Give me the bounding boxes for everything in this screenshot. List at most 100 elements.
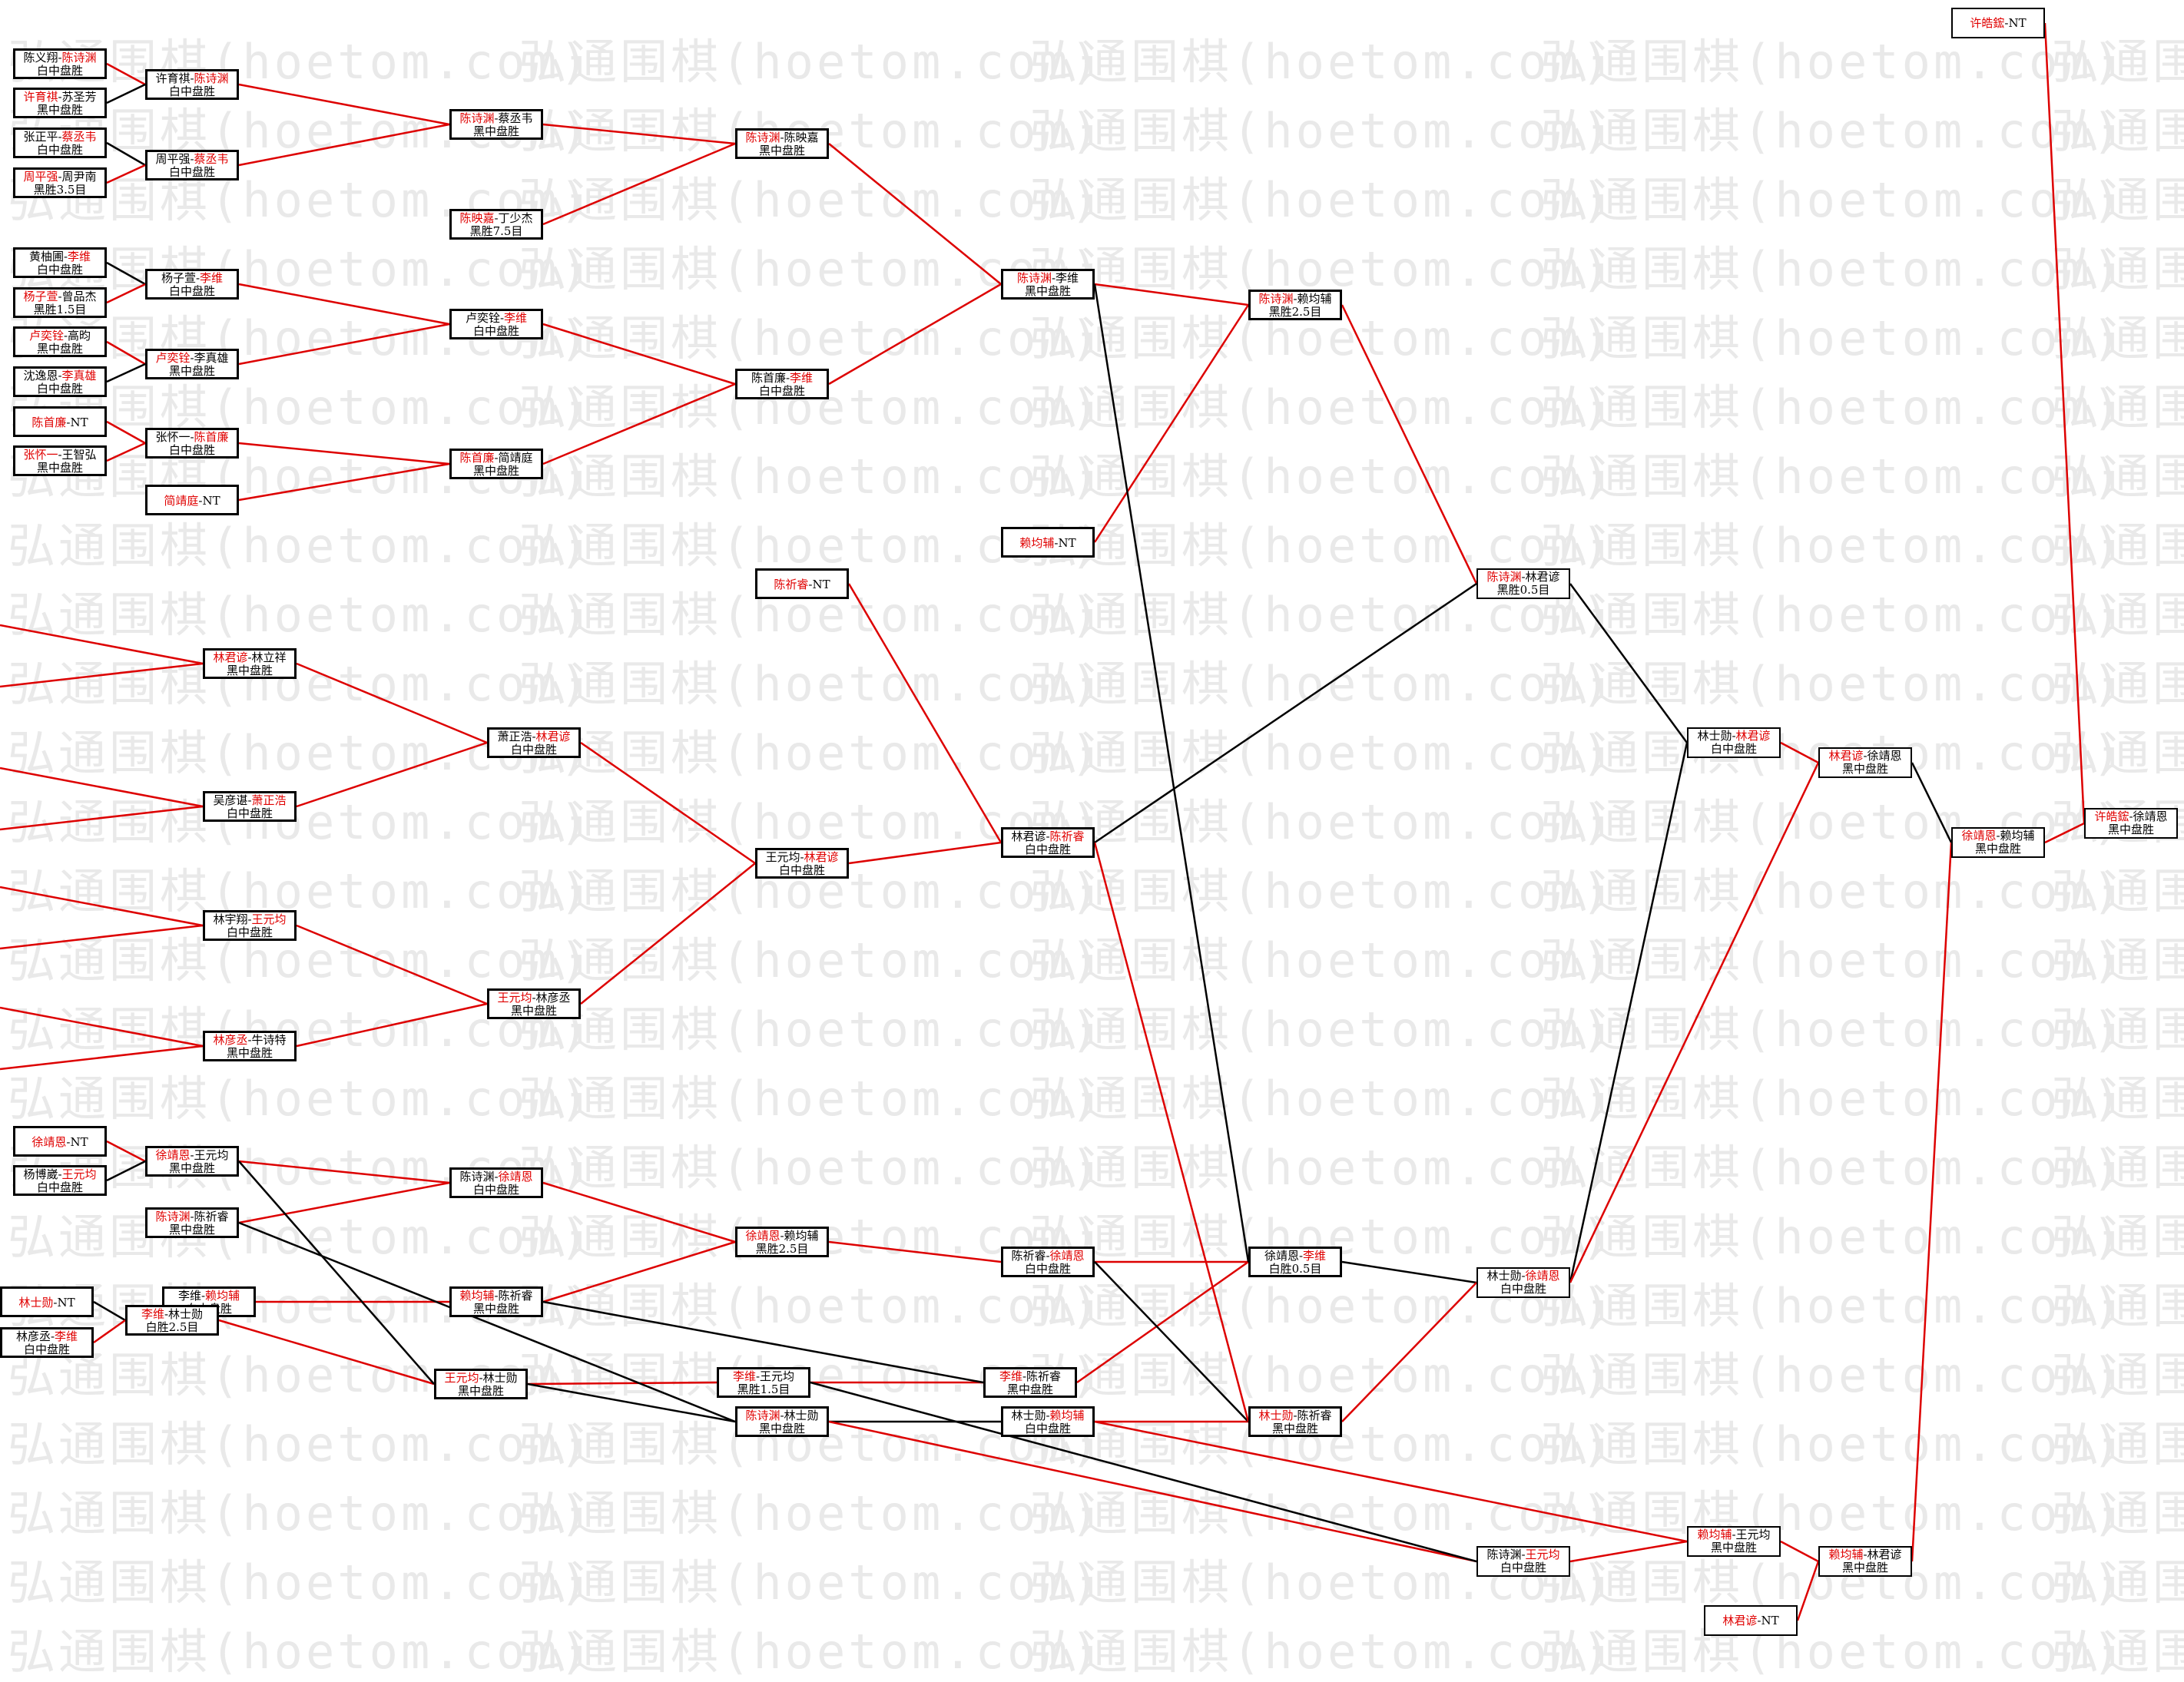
player-black: 许育祺 (155, 71, 191, 85)
match-result: 白胜2.5目 (145, 1320, 199, 1334)
match-node: 陈诗渊-李维黑中盘胜 (1001, 269, 1095, 300)
player-separator: - (494, 111, 499, 125)
match-players: 陈诗渊-林君谚 (1478, 571, 1569, 584)
player-black: 李维 (177, 1289, 201, 1303)
player-separator: - (58, 448, 62, 462)
player-separator: - (63, 250, 68, 263)
player-white: 陈祈睿 (194, 1210, 229, 1223)
player-white: 王元均 (760, 1369, 795, 1383)
match-result: 黑中盘胜 (472, 1302, 519, 1316)
match-result: 白中盘胜 (36, 143, 83, 157)
match-players: 赖均辅-陈祈睿 (452, 1290, 541, 1303)
winner-link (0, 1045, 204, 1071)
match-result: 黑中盘胜 (1710, 1541, 1757, 1555)
match-players: 陈诗渊-徐靖恩 (452, 1170, 541, 1184)
player-white: 林立祥 (251, 651, 287, 664)
winner-link (0, 924, 204, 950)
winner-link (828, 1240, 1002, 1263)
match-players: 周平强-蔡丞韦 (147, 153, 237, 166)
player-black: 张正平 (23, 130, 58, 144)
player-separator: - (1863, 1548, 1868, 1561)
match-result: 白中盘胜 (472, 324, 519, 338)
winner-link (1780, 1540, 1819, 1563)
loser-link (1569, 742, 1689, 1283)
player-black: 赖均辅 (1019, 536, 1055, 550)
match-result: 黑胜2.5目 (755, 1242, 809, 1256)
match-result: 白中盘胜 (1024, 843, 1071, 856)
match-node: 周平强-蔡丞韦白中盘胜 (145, 150, 239, 180)
match-node: 张怀一-王智弘黑中盘胜 (13, 445, 107, 476)
player-separator: - (190, 1210, 194, 1223)
player-white: NT (2008, 16, 2027, 30)
match-players: 许育祺-陈诗渊 (147, 72, 237, 85)
player-black: 许皓鋐 (1970, 16, 2005, 30)
player-white: 徐靖恩 (1867, 749, 1902, 763)
loser-link (106, 141, 146, 167)
player-separator: - (1046, 1249, 1050, 1263)
player-white: NT (70, 1135, 88, 1149)
winner-link (218, 1319, 435, 1386)
player-white: NT (1761, 1614, 1779, 1627)
match-result: 黑中盘胜 (168, 364, 215, 378)
match-players: 张正平-蔡丞韦 (15, 131, 104, 144)
player-separator: - (247, 912, 252, 926)
player-white: 陈祈睿 (498, 1289, 533, 1303)
player-black: 林士勋 (1258, 1409, 1294, 1422)
player-white: 林彦丞 (535, 991, 571, 1005)
player-separator: - (532, 730, 536, 743)
player-white: 李维 (504, 311, 528, 325)
loser-link (238, 1161, 435, 1385)
player-white: 简靖庭 (498, 451, 533, 465)
match-result: 黑胜1.5目 (33, 303, 87, 316)
match-result: 黑中盘胜 (758, 1422, 805, 1435)
match-node: 李维-王元均黑胜1.5目 (717, 1367, 810, 1398)
match-result: 白中盘胜 (23, 1343, 70, 1356)
winner-link (1341, 304, 1478, 584)
player-separator: - (58, 1167, 62, 1181)
player-separator: - (190, 430, 194, 444)
match-node: 简靖庭-NT (145, 485, 239, 515)
player-black: 陈诗渊 (745, 131, 780, 144)
player-black: 陈诗渊 (745, 1409, 780, 1422)
player-white: 林士勋 (482, 1371, 518, 1385)
winner-link (296, 741, 488, 808)
loser-link (1094, 582, 1477, 844)
player-black: 李维 (732, 1369, 756, 1383)
match-result: 黑中盘胜 (168, 1161, 215, 1175)
match-players: 徐靖恩-NT (15, 1129, 104, 1154)
loser-link (542, 1300, 984, 1384)
player-black: 林彦丞 (213, 1033, 248, 1047)
player-black: 林君谚 (1011, 829, 1046, 843)
match-node: 林君谚-林立祥黑中盘胜 (203, 648, 297, 679)
player-black: 杨子萱 (161, 271, 196, 285)
match-result: 黑中盘胜 (472, 124, 519, 138)
match-players: 陈诗渊-陈祈睿 (147, 1210, 237, 1223)
match-players: 陈首廉-李维 (737, 372, 827, 385)
player-separator: - (800, 850, 804, 864)
player-white: 陈首廉 (194, 430, 229, 444)
winner-link (0, 624, 204, 665)
loser-link (1093, 283, 1250, 1263)
match-result: 白中盘胜 (168, 84, 215, 98)
loser-link (106, 83, 146, 104)
player-separator: - (494, 211, 499, 225)
winner-link (542, 142, 736, 226)
match-node: 林士勋-林君谚白中盘胜 (1687, 727, 1781, 758)
player-separator: - (58, 290, 62, 303)
player-black: 黄柚圃 (28, 250, 64, 263)
player-separator: - (190, 71, 194, 85)
winner-link (238, 283, 450, 326)
player-separator: - (190, 152, 194, 166)
player-white: 林君谚 (1867, 1548, 1902, 1561)
winner-link (238, 1160, 450, 1184)
match-players: 林士勋-NT (2, 1290, 91, 1315)
player-black: 王元均 (444, 1371, 479, 1385)
player-white: 苏圣芳 (61, 90, 97, 104)
player-separator: - (1732, 1528, 1736, 1541)
player-separator: - (1046, 829, 1050, 843)
player-white: 林士勋 (784, 1409, 819, 1422)
player-black: 赖均辅 (459, 1289, 495, 1303)
match-node: 林士勋-赖均辅白中盘胜 (1001, 1406, 1095, 1437)
match-players: 林士勋-徐靖恩 (1478, 1270, 1569, 1283)
winner-link (238, 462, 450, 502)
